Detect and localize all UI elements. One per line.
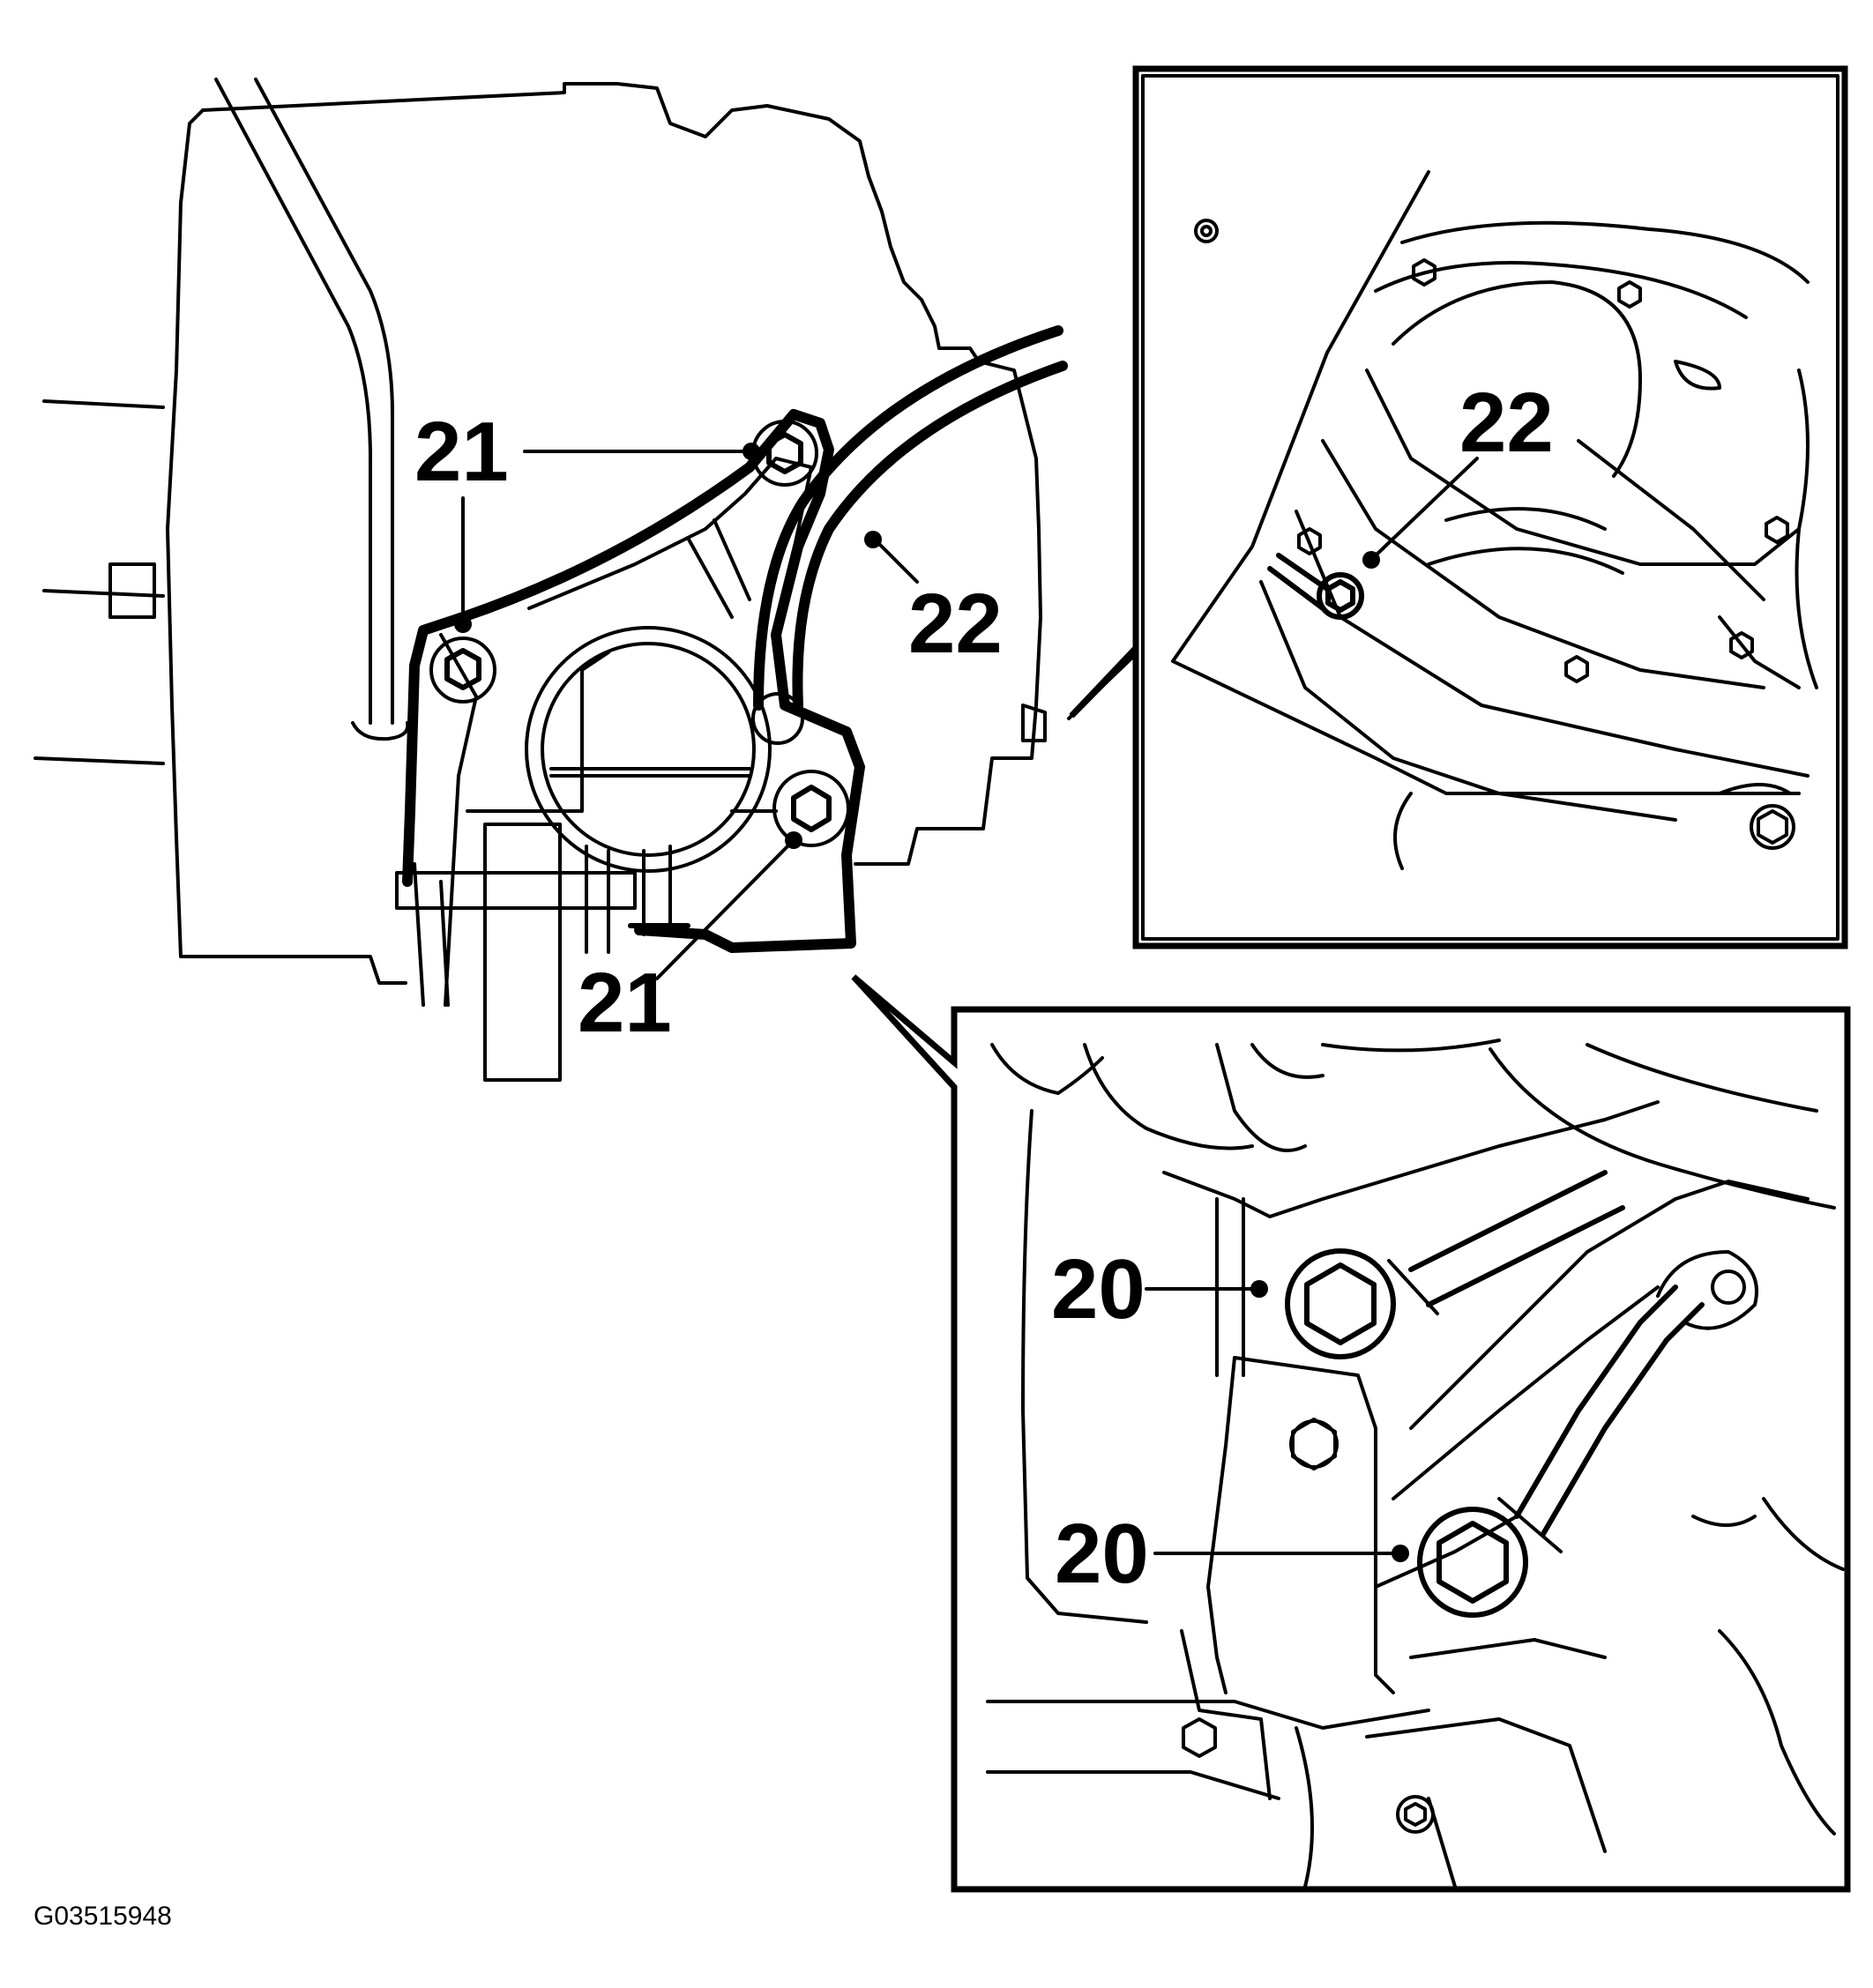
inset-bottom-linework: [986, 1039, 1845, 1888]
main-leaders: [454, 443, 919, 980]
callout-22-inset: 22: [1459, 376, 1554, 470]
callout-22-main: 22: [908, 577, 1003, 671]
callout-20-lower: 20: [1055, 1507, 1149, 1601]
callout-21-top: 21: [414, 405, 509, 499]
callout-20-upper: 20: [1051, 1242, 1145, 1337]
callout-21-bottom: 21: [578, 956, 672, 1050]
main-view-transmission: [34, 78, 1068, 1082]
inset-top-linework: [1171, 170, 1818, 870]
figure-id: G03515948: [34, 1902, 172, 1931]
inset-top-detail: 22: [1067, 65, 1848, 949]
inset-bottom-detail: 20 20: [851, 974, 1851, 1893]
